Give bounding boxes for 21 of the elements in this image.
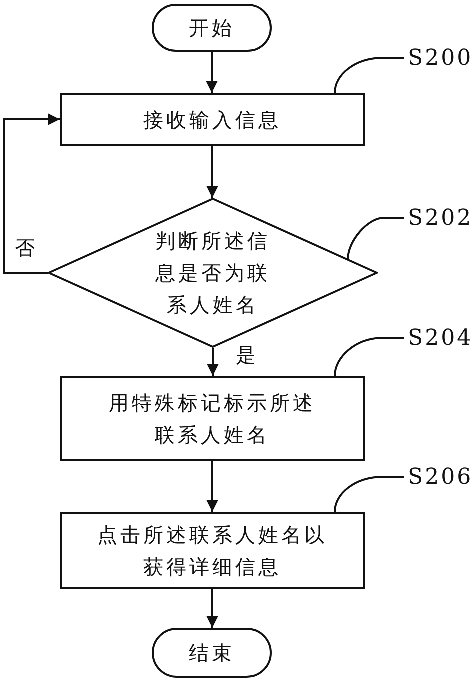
leader-line: [334, 337, 404, 376]
arrow: [206, 146, 218, 198]
step-label: S204: [408, 324, 474, 354]
process-box: 用特殊标记标示所述联系人姓名: [60, 376, 365, 461]
edge-label: 否: [14, 237, 36, 259]
arrow: [206, 461, 218, 512]
arrow: [206, 589, 218, 628]
step-label: S200: [408, 44, 474, 74]
arrow: [206, 52, 218, 93]
step-label: S206: [408, 463, 474, 493]
leader-line: [334, 57, 404, 94]
leader-line: [347, 217, 404, 260]
process-box: 接收输入信息: [60, 93, 365, 146]
arrow: [3, 114, 60, 274]
process-box: 点击所述联系人姓名以获得详细信息: [60, 512, 365, 589]
step-label: S202: [408, 204, 474, 234]
terminal-box: 开始: [152, 4, 272, 52]
edge-label: 是: [235, 344, 257, 366]
terminal-box: 结束: [152, 628, 272, 678]
arrow: [207, 348, 219, 376]
leader-line: [334, 476, 404, 512]
